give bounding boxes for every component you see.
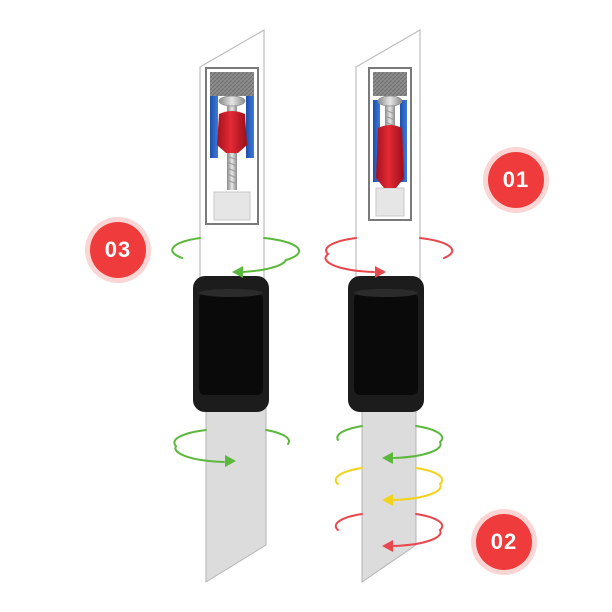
right-tool	[348, 28, 424, 583]
right-blue-holder-l	[373, 100, 380, 182]
rotation-arrow-right-red	[334, 513, 444, 552]
left-grip	[193, 276, 269, 412]
left-red-nut	[217, 111, 247, 153]
left-lower-bar	[205, 404, 267, 583]
right-holder-block	[375, 187, 405, 217]
step-label-03: 03	[104, 237, 132, 262]
right-screw-head	[377, 95, 403, 107]
right-grip	[348, 276, 424, 412]
right-knurl-top	[373, 72, 407, 96]
left-blue-holder-r	[246, 96, 254, 158]
right-red-nut	[376, 125, 404, 188]
rotation-arrow-right-green	[336, 425, 444, 464]
step-label-02: 02	[490, 529, 518, 554]
step-badge-03: 03	[90, 222, 146, 278]
left-knurl-top	[210, 72, 254, 96]
rotation-arrow-right-upper	[324, 237, 454, 278]
rotation-arrow-right-yellow	[334, 467, 444, 506]
right-blue-holder-r	[400, 100, 407, 182]
left-blue-holder-l	[210, 96, 218, 158]
step-badge-02: 02	[476, 514, 532, 570]
left-tool	[193, 28, 269, 583]
rotation-arrow-left-lower	[173, 429, 291, 467]
step-badge-01: 01	[488, 152, 544, 208]
step-label-01: 01	[502, 167, 530, 192]
rotation-arrow-left-upper	[171, 237, 301, 278]
left-screw-head	[218, 95, 246, 107]
right-lower-bar	[361, 404, 417, 583]
left-holder-block	[213, 191, 251, 221]
